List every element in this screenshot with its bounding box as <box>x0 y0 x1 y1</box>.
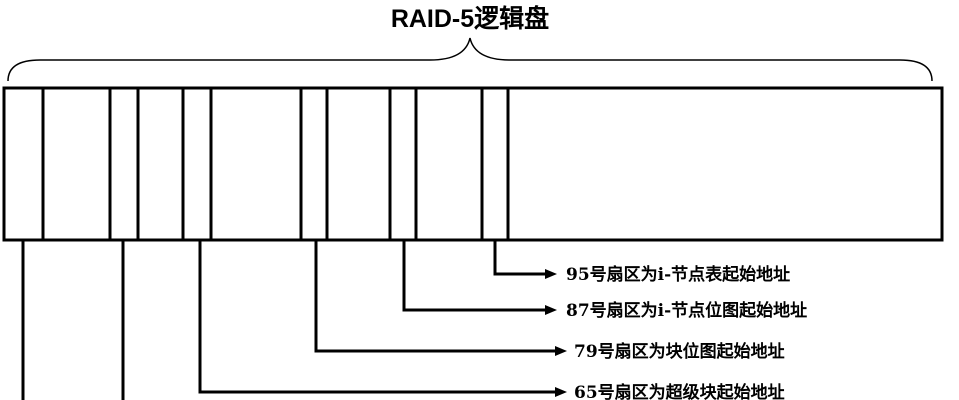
arrowhead-icon <box>545 269 557 279</box>
disk-outline <box>2 86 944 242</box>
annotation-95: 95号扇区为i-节点表起始地址 <box>493 240 790 285</box>
annotation-87: 87号扇区为i-节点位图起始地址 <box>402 240 807 321</box>
annotation-label: 79号扇区为块位图起始地址 <box>574 341 785 362</box>
annotation-label: 95号扇区为i-节点表起始地址 <box>566 264 790 285</box>
annotation-label: 87号扇区为i-节点位图起始地址 <box>566 300 807 321</box>
arrow-line <box>402 240 548 312</box>
annotation-65: 65号扇区为超级块起始地址 <box>198 240 785 400</box>
arrowhead-icon <box>545 305 557 315</box>
arrowhead-icon <box>555 387 567 397</box>
arrow-line <box>493 240 548 276</box>
arrow-line <box>198 240 556 394</box>
annotation-79: 79号扇区为块位图起始地址 <box>314 240 785 362</box>
arrow-line <box>314 240 556 353</box>
diagram-title: RAID-5逻辑盘 <box>391 4 549 33</box>
arrowhead-icon <box>555 346 567 356</box>
annotation-label: 65号扇区为超级块起始地址 <box>574 382 785 400</box>
brace-bracket <box>7 37 933 82</box>
disk-bar <box>2 86 944 242</box>
